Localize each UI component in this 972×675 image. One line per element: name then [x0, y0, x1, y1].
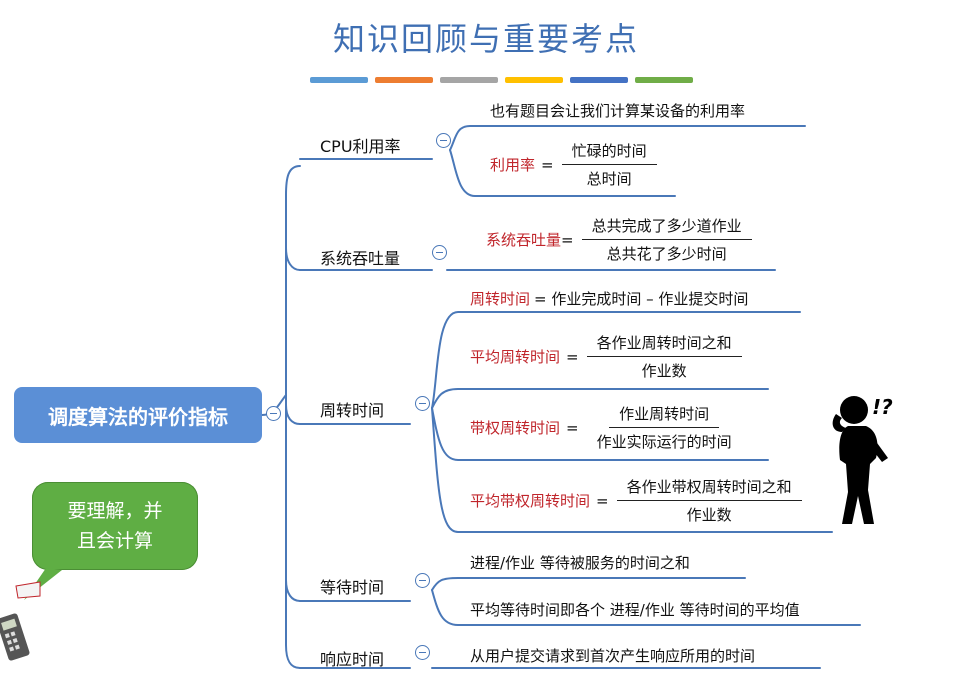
title-stripe-gray: [440, 77, 498, 83]
collapse-root-icon[interactable]: [266, 406, 281, 421]
connector-turn-f2: [431, 388, 769, 409]
collapse-response-icon[interactable]: [415, 645, 430, 660]
calculator-icon: [0, 581, 41, 661]
formula-name: 利用率: [490, 156, 536, 174]
root-label: 调度算法的评价指标: [48, 404, 228, 429]
formula-name: 系统吞吐量: [486, 231, 562, 249]
bubble-tail-and-calculator: [0, 568, 62, 661]
connector-turn-f1: [431, 311, 801, 409]
formula-rest: = 作业完成时间 – 作业提交时间: [534, 290, 749, 308]
bubble-line-1: 要理解，并: [67, 500, 163, 522]
branch-response-label: 响应时间: [320, 650, 385, 669]
formula-equals: =: [561, 230, 574, 249]
turnaround-formula-4: 平均带权周转时间 = 各作业带权周转时间之和 作业数: [470, 476, 802, 525]
fraction-numerator: 忙碌的时间: [561, 140, 657, 165]
formula-name: 平均带权周转时间: [470, 492, 591, 510]
speech-bubble: 要理解，并 且会计算: [32, 482, 198, 570]
formula-equals: =: [566, 347, 579, 366]
formula-equals: =: [566, 418, 579, 437]
branch-turnaround-label: 周转时间: [320, 401, 385, 420]
collapse-throughput-icon[interactable]: [432, 245, 447, 260]
formula-equals: =: [596, 491, 609, 510]
fraction-numerator: 各作业周转时间之和: [586, 332, 742, 357]
bubble-line-2: 且会计算: [76, 530, 153, 552]
connector-turn-f3: [431, 407, 769, 461]
collapse-cpu-icon[interactable]: [436, 133, 451, 148]
title-stripe-orange: [375, 77, 433, 83]
fraction: 各作业带权周转时间之和 作业数: [616, 476, 802, 525]
throughput-formula: 系统吞吐量 = 总共完成了多少道作业 总共花了多少时间: [486, 215, 752, 264]
connector-wait-leaf2: [431, 589, 861, 626]
turnaround-formula-3: 带权周转时间 = 作业周转时间 作业实际运行的时间: [470, 403, 742, 452]
root-node[interactable]: 调度算法的评价指标: [14, 387, 262, 443]
fraction-denominator: 总时间: [586, 170, 632, 188]
confused-person-icon: !?: [832, 395, 893, 524]
title-stripe-blue: [310, 77, 368, 83]
branch-throughput-label: 系统吞吐量: [320, 249, 401, 268]
connector-waiting: [285, 579, 301, 602]
fraction-denominator: 总共花了多少时间: [606, 245, 727, 263]
cpu-formula: 利用率 = 忙碌的时间 总时间: [490, 140, 657, 189]
formula-name: 平均周转时间: [470, 348, 561, 366]
cpu-leaf-note: 也有题目会让我们计算某设备的利用率: [490, 102, 746, 120]
response-leaf-1: 从用户提交请求到首次产生响应所用的时间: [470, 647, 756, 665]
connector-wait-leaf1: [431, 577, 746, 591]
fraction: 忙碌的时间 总时间: [561, 140, 657, 189]
formula-name: 带权周转时间: [470, 419, 561, 437]
fraction-numerator: 各作业带权周转时间之和: [616, 476, 802, 501]
title-stripe-yellow: [505, 77, 563, 83]
turnaround-formula-1: 周转时间 = 作业完成时间 – 作业提交时间: [470, 288, 748, 309]
title-stripe-green: [635, 77, 693, 83]
collapse-turnaround-icon[interactable]: [415, 396, 430, 411]
fraction-numerator: 作业周转时间: [609, 403, 720, 428]
fraction: 总共完成了多少道作业 总共花了多少时间: [581, 215, 752, 264]
connector-trunk: [285, 165, 301, 669]
connector-turn-f4: [431, 407, 833, 533]
exclaim-question-mark: !?: [872, 395, 893, 419]
branch-cpu-label: CPU利用率: [320, 137, 401, 156]
page-title: 知识回顾与重要考点: [332, 20, 639, 58]
formula-equals: =: [541, 155, 554, 174]
fraction: 各作业周转时间之和 作业数: [586, 332, 742, 381]
waiting-leaf-2: 平均等待时间即各个 进程/作业 等待时间的平均值: [470, 601, 800, 619]
fraction-numerator: 总共完成了多少道作业: [581, 215, 752, 240]
connector-cpu-leaf1: [449, 125, 806, 151]
formula-name: 周转时间: [470, 290, 531, 308]
title-stripe-darkblue: [570, 77, 628, 83]
fraction-denominator: 作业数: [686, 506, 732, 524]
collapse-waiting-icon[interactable]: [415, 573, 430, 588]
waiting-leaf-1: 进程/作业 等待被服务的时间之和: [470, 554, 690, 572]
turnaround-formula-2: 平均周转时间 = 各作业周转时间之和 作业数: [470, 332, 742, 381]
connector-cpu-leaf2: [449, 149, 676, 197]
connector-throughput: [285, 247, 301, 271]
fraction: 作业周转时间 作业实际运行的时间: [587, 403, 742, 452]
branch-waiting-label: 等待时间: [320, 578, 385, 597]
fraction-denominator: 作业数: [641, 362, 687, 380]
fraction-denominator: 作业实际运行的时间: [596, 433, 732, 451]
connector-turnaround: [285, 404, 301, 425]
